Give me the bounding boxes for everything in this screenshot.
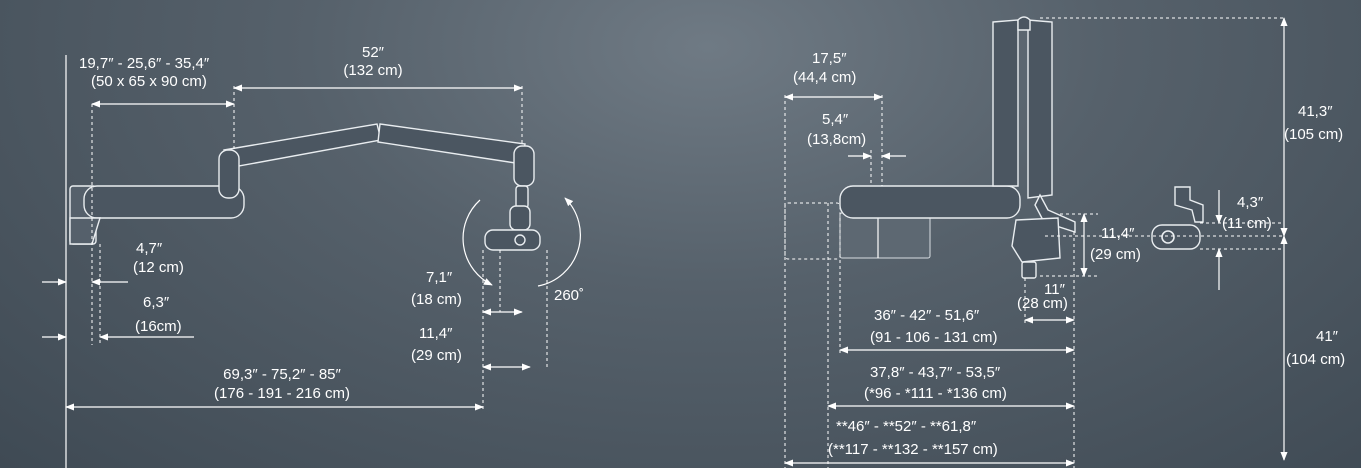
- head-width-cm: (28 cm): [1017, 295, 1068, 312]
- bracket-b-in: 6,3″: [143, 294, 170, 311]
- articulated-arm: [218, 123, 535, 199]
- rotation-arrow-right: [537, 197, 581, 287]
- left-view: 260˚ 19,7″ - 25,6″ - 35,4″ (50 x 65 x 90…: [42, 44, 584, 468]
- wall-mount: [69, 185, 245, 245]
- lower-height-cm: (104 cm): [1286, 351, 1345, 368]
- reach-3-in: **46″ - **52″ - **61,8″: [836, 418, 977, 435]
- reach-1-cm: (91 - 106 - 131 cm): [870, 329, 998, 346]
- head-a-in: 7,1″: [426, 269, 453, 286]
- bracket-a-in: 4,7″: [136, 240, 163, 257]
- right-view: 17,5″ (44,4 cm) 5,4″ (13,8cm) 41,3″ (105…: [784, 16, 1345, 468]
- bracket-b-cm: (16cm): [135, 318, 182, 335]
- total-in: 69,3″ - 75,2″ - 85″: [223, 366, 341, 383]
- rotation-label: 260˚: [554, 287, 584, 304]
- head-height-in: 11,4″: [1101, 225, 1135, 242]
- reach-1-in: 36″ - 42″ - 51,6″: [874, 307, 980, 324]
- tube-head-side: [1011, 217, 1061, 279]
- head-a-cm: (18 cm): [411, 291, 462, 308]
- lower-height-in: 41″: [1316, 328, 1339, 345]
- reach-2-in: 37,8″ - 43,7″ - 53,5″: [870, 364, 1001, 381]
- total-cm: (176 - 191 - 216 cm): [214, 385, 350, 402]
- head-width-in: 11″: [1044, 281, 1066, 298]
- bracket-a-cm: (12 cm): [133, 259, 184, 276]
- arm-reach-in: 52″: [362, 44, 385, 61]
- head-height-cm: (29 cm): [1090, 246, 1141, 263]
- side-head-in: 4,3″: [1237, 194, 1264, 211]
- rotation-arrow-left: [462, 199, 493, 286]
- inner-depth-cm: (13,8cm): [807, 131, 866, 148]
- upper-height-cm: (105 cm): [1284, 126, 1343, 143]
- tube-head: [484, 185, 541, 251]
- upper-height-in: 41,3″: [1298, 103, 1333, 120]
- head-b-in: 11,4″: [419, 325, 453, 342]
- wall-offset-in: 19,7″ - 25,6″ - 35,4″: [79, 55, 210, 72]
- inner-depth-in: 5,4″: [822, 111, 849, 128]
- wall-offset-cm: (50 x 65 x 90 cm): [91, 73, 207, 90]
- depth-in: 17,5″: [812, 50, 847, 67]
- head-b-cm: (29 cm): [411, 347, 462, 364]
- depth-cm: (44,4 cm): [793, 69, 856, 86]
- side-head-icon: [1151, 186, 1204, 250]
- vertical-column: [992, 16, 1076, 233]
- wall-mount-side: [839, 185, 1021, 259]
- reach-3-cm: (**117 - **132 - **157 cm): [828, 441, 998, 458]
- side-head-cm: (11 cm): [1222, 215, 1272, 232]
- reach-2-cm: (*96 - *111 - *136 cm): [864, 385, 1007, 402]
- arm-reach-cm: (132 cm): [343, 62, 402, 79]
